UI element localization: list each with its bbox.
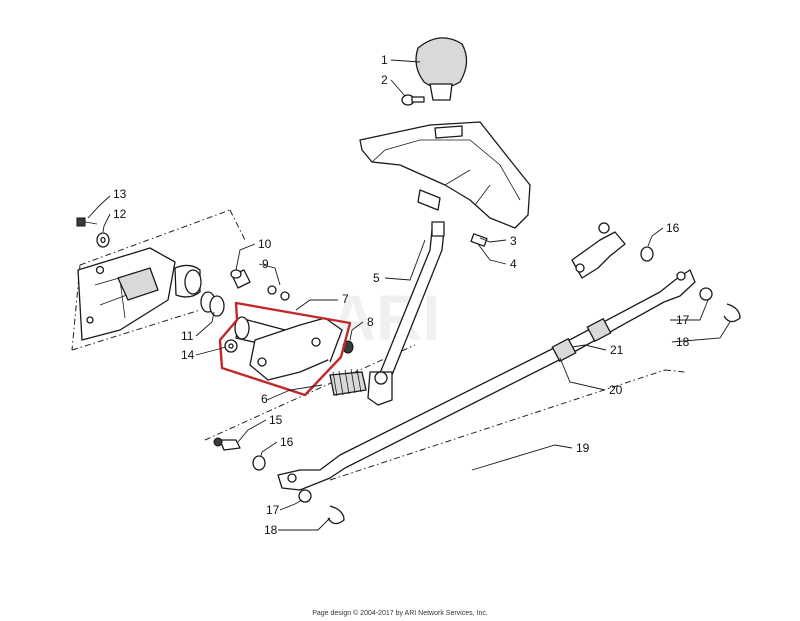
callout-1: 1 [381,53,388,67]
pin-10 [230,269,251,289]
washer-12 [96,232,110,248]
ring-11 [200,291,225,317]
callout-2: 2 [381,73,388,87]
callout-16-right: 16 [666,221,680,235]
clip-4 [470,233,488,247]
clip-18-right [723,303,741,323]
leader-lines [87,59,731,531]
callout-17-lower: 17 [266,503,280,517]
callout-8: 8 [367,315,374,329]
pivot-shaft-6 [224,316,354,381]
shift-rod-20 [277,269,696,491]
callout-16-lower: 16 [280,435,294,449]
callout-19: 19 [576,441,590,455]
callout-18-lower: 18 [264,523,278,537]
copyright-footer: Page design © 2004-2017 by ARI Network S… [312,610,488,617]
callout-21: 21 [610,343,624,357]
frame-bracket [77,247,202,341]
frame-line-bottom [204,344,686,481]
callout-12: 12 [113,207,127,221]
shift-cover-3 [359,121,531,229]
linkage-right [571,222,654,279]
callout-17-right: 17 [676,313,690,327]
callout-7: 7 [342,292,349,306]
bolt-15 [213,437,241,451]
washer-9 [267,285,290,301]
clip-18-lower [327,505,345,525]
washer-17-lower [298,489,312,503]
callout-5: 5 [373,271,380,285]
spring [329,368,367,397]
bolt-13 [76,217,98,227]
highlight-outline [218,301,352,397]
callout-20: 20 [609,383,623,397]
shift-knob-1 [415,37,468,101]
callout-4: 4 [510,257,517,271]
callout-14: 14 [181,348,195,362]
callout-15: 15 [269,413,283,427]
callout-13: 13 [113,187,127,201]
callout-9: 9 [262,257,269,271]
callout-6: 6 [261,392,268,406]
callout-11: 11 [181,329,194,343]
callout-10: 10 [258,237,272,251]
screw-2 [401,94,425,106]
shift-lever-5 [367,221,445,406]
callout-3: 3 [510,234,517,248]
washer-17-right [699,287,713,301]
washer-16-lower [252,455,266,471]
callout-18-right: 18 [676,335,690,349]
